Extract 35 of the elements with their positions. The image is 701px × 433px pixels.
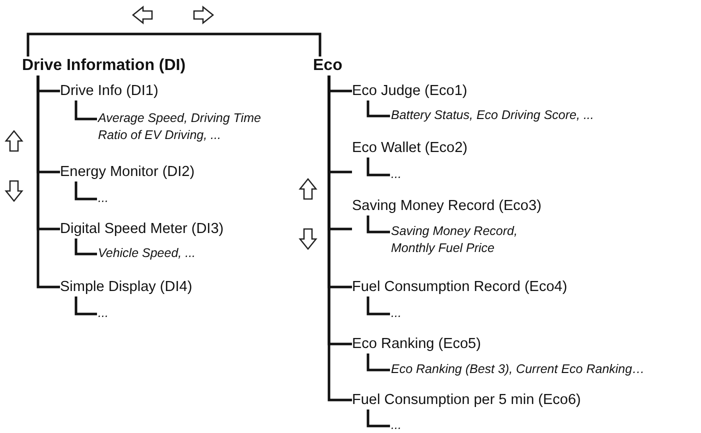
item-details: ... — [98, 190, 108, 206]
item-details: Average Speed, Driving Time Ratio of EV Driving, ... — [98, 110, 288, 144]
menu-item: Fuel Consumption per 5 min (Eco6) — [352, 392, 581, 408]
item-details: Battery Status, Eco Driving Score, ... — [391, 106, 594, 124]
item-details: Eco Ranking (Best 3), Current Eco Ranking… — [391, 360, 645, 378]
item-details: ... — [391, 304, 402, 322]
tree-connector — [36, 76, 60, 288]
tree-connector — [26, 32, 322, 56]
menu-item: Eco Ranking (Eco5) — [352, 336, 481, 352]
tree-heading: Drive Information (DI) — [22, 56, 186, 74]
leader-line — [366, 216, 390, 234]
item-details: ... — [391, 166, 402, 182]
menu-item: Eco Wallet (Eco2) — [352, 140, 468, 156]
menu-item: Digital Speed Meter (DI3) — [60, 220, 224, 238]
item-details: ... — [391, 416, 402, 433]
item-details: Saving Money Record, Monthly Fuel Price — [391, 222, 551, 256]
menu-item: Fuel Consumption Record (Eco4) — [352, 278, 568, 296]
leader-line — [366, 158, 390, 176]
menu-item: Saving Money Record (Eco3) — [352, 198, 542, 214]
menu-item: Energy Monitor (DI2) — [60, 164, 195, 180]
leader-line — [366, 410, 390, 428]
leader-line — [366, 354, 390, 372]
menu-item: Simple Display (DI4) — [60, 278, 192, 296]
leader-line — [74, 182, 97, 200]
item-details: Vehicle Speed, ... — [98, 244, 196, 262]
menu-item: Eco Judge (Eco1) — [352, 82, 468, 100]
leader-line — [74, 238, 97, 256]
menu-item: Drive Info (DI1) — [60, 82, 158, 100]
leader-line — [366, 100, 390, 118]
item-details: ... — [98, 304, 108, 322]
leader-line — [74, 100, 97, 120]
leader-line — [366, 296, 390, 316]
tree-heading: Eco — [313, 56, 342, 74]
leader-line — [74, 296, 97, 316]
tree-connector — [328, 76, 352, 402]
